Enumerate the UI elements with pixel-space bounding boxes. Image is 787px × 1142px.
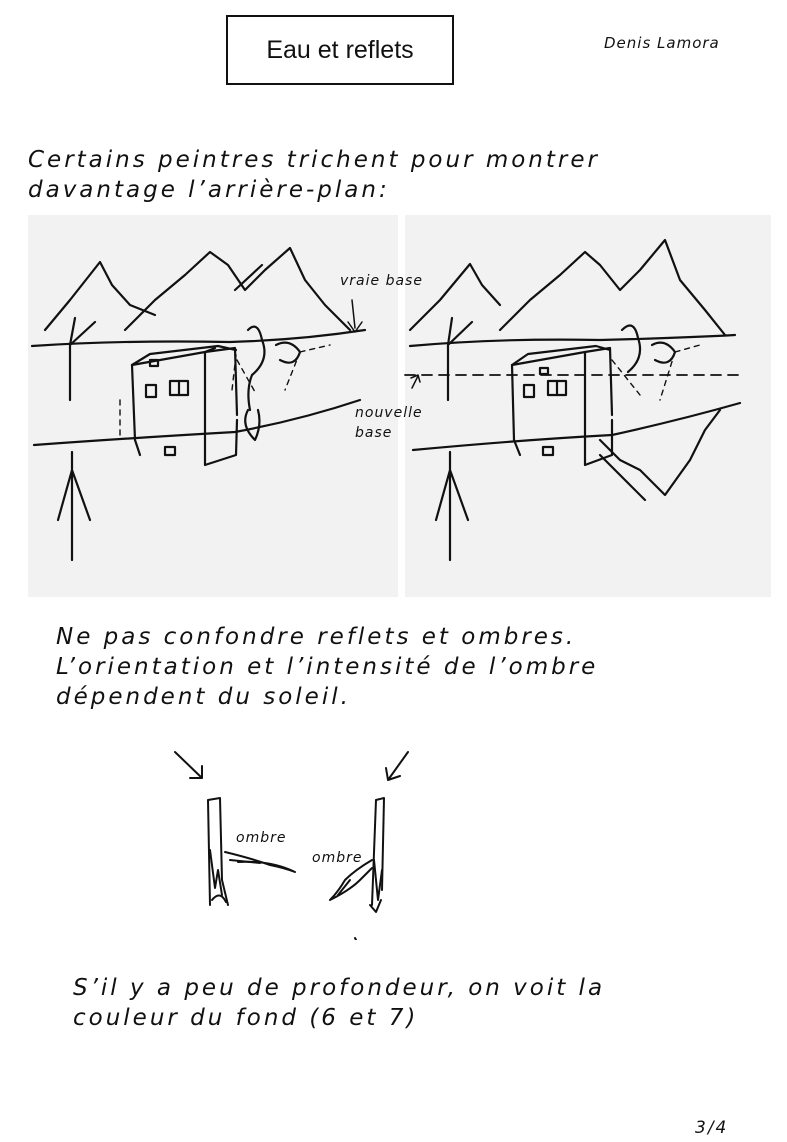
right-drawing <box>408 238 742 562</box>
label-shadow-left: ombre <box>236 830 287 846</box>
shadow-sketch <box>174 751 409 940</box>
title-box: Eau et reflets <box>226 15 454 85</box>
sketch-left-background <box>28 215 398 597</box>
intro-paragraph: Certains peintres trichent pour montrer … <box>28 145 600 205</box>
page-number: 3/4 <box>695 1118 729 1138</box>
depth-line-2: couleur du fond (6 et 7) <box>73 1005 419 1031</box>
shadow-paragraph: Ne pas confondre reflets et ombres. L’or… <box>56 622 598 712</box>
label-shadow-right: ombre <box>312 850 363 866</box>
depth-paragraph: S’il y a peu de profondeur, on voit la c… <box>73 973 605 1033</box>
intro-line-2: davantage l’arrière-plan: <box>28 177 390 203</box>
label-new-base-line1: nouvelle <box>355 405 423 421</box>
sketch-right-background <box>405 215 771 597</box>
intro-line-1: Certains peintres trichent pour montrer <box>28 147 600 173</box>
reflection-sketch <box>30 238 742 562</box>
shadow-line-3: dépendent du soleil. <box>56 684 351 710</box>
page-title: Eau et reflets <box>266 35 414 64</box>
label-new-base-line2: base <box>355 425 393 441</box>
label-true-base: vraie base <box>340 273 423 289</box>
left-drawing <box>30 246 367 562</box>
shadow-line-1: Ne pas confondre reflets et ombres. <box>56 624 577 650</box>
author-name: Denis Lamora <box>604 34 720 52</box>
shadow-line-2: L’orientation et l’intensité de l’ombre <box>56 654 599 680</box>
depth-line-1: S’il y a peu de profondeur, on voit la <box>73 975 606 1001</box>
